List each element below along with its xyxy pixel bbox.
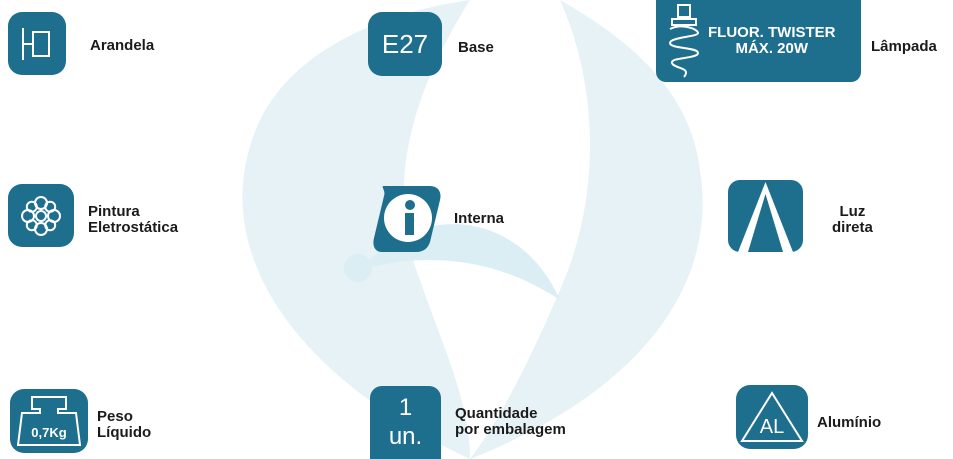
weight-icon: 0,7Kg [16, 396, 82, 446]
lamp-type-text: FLUOR. TWISTER [708, 24, 836, 41]
quantity-unit-text: un. [388, 422, 423, 450]
indoor-icon-tile [370, 182, 444, 254]
aluminium-icon-tile: AL [736, 385, 808, 449]
paint-flower-icon [21, 195, 61, 236]
weight-value-text: 0,7Kg [31, 425, 66, 440]
twister-bulb-icon [668, 4, 700, 78]
base-icon-tile: E27 [368, 12, 442, 76]
e27-base-icon: E27 [381, 28, 429, 59]
quantity-icon-tile: 1 un. [370, 386, 441, 459]
base-label: Base [458, 39, 494, 56]
weight-icon-tile: 0,7Kg [10, 389, 88, 453]
indoor-label: Interna [454, 210, 505, 227]
lamp-power-text: MÁX. 20W [735, 40, 808, 57]
sconce-icon-tile [8, 12, 66, 75]
info-icon [373, 186, 441, 252]
sconce-label: Arandela [90, 37, 155, 54]
aluminium-icon: AL [740, 391, 804, 442]
quantity-number-text: 1 [398, 393, 413, 421]
direct-light-icon [738, 182, 793, 252]
paint-icon-tile [8, 184, 74, 247]
wall-sconce-icon [22, 27, 50, 60]
lamp-icon-tile: FLUOR. TWISTER MÁX. 20W [656, 0, 861, 82]
lamp-label: Lâmpada [871, 38, 937, 55]
aluminium-symbol-text: AL [760, 416, 784, 438]
aluminium-label: Alumínio [817, 414, 882, 431]
direct-light-icon-tile [728, 180, 803, 252]
